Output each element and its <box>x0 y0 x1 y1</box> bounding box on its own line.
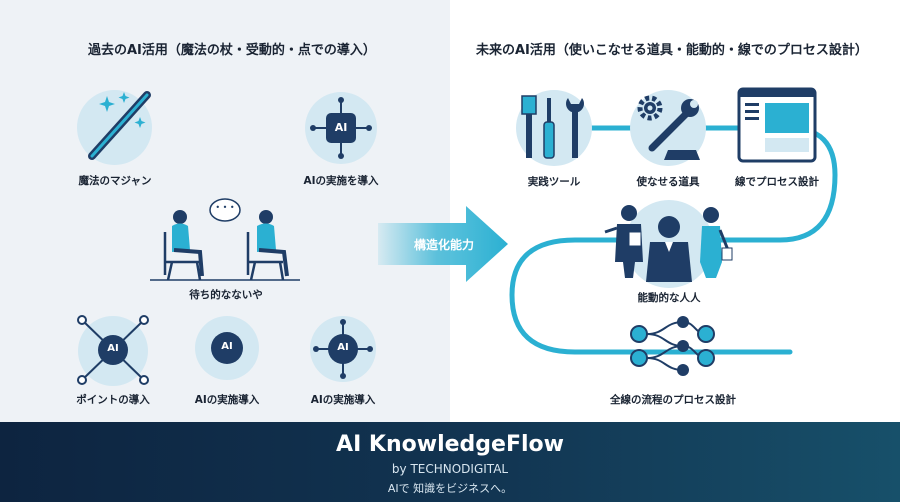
label-ai-implement-2: AIの実施導入 <box>310 394 376 406</box>
ai-chip-icon <box>310 97 372 159</box>
label-magic-wand: 魔法のマジャン <box>78 175 152 187</box>
label-process-flow: 全線の流程のプロセス設計 <box>610 394 736 406</box>
tools-icon <box>521 95 584 159</box>
monitor-icon <box>737 87 817 163</box>
label-ai-implement-1: AIの実施導入 <box>194 394 260 406</box>
arrow-label: 構造化能力 <box>414 238 475 252</box>
gear-wrench-icon <box>637 95 700 160</box>
ai-chip-icon <box>211 332 243 364</box>
ai-badge-text: AI <box>337 342 349 353</box>
footer <box>0 422 900 502</box>
footer-by: by TECHNODIGITAL <box>391 462 509 476</box>
ai-badge-text: AI <box>107 343 119 354</box>
ai-chip-icon <box>313 319 373 379</box>
process-flow-line <box>509 125 838 355</box>
label-usable-tools: 使なせる道具 <box>636 176 700 188</box>
magic-wand-icon <box>88 91 151 160</box>
process-flow-icon <box>630 316 715 376</box>
left-title: 過去のAI活用（魔法の杖・受動的・点での導入） <box>88 43 376 58</box>
transition-arrow <box>378 206 508 282</box>
footer-brand: AI KnowledgeFlow <box>336 432 564 457</box>
footer-tagline: AIで 知識をビジネスへ。 <box>387 482 513 495</box>
ai-badge-text: AI <box>221 341 233 352</box>
speech-dots: • • • <box>215 203 235 212</box>
label-practical-tools: 実践ツール <box>527 176 581 188</box>
label-ai-adopt: AIの実施を導入 <box>303 175 379 187</box>
right-title: 未来のAI活用（使いこなせる道具・能動的・線でのプロセス設計） <box>476 43 868 58</box>
label-active-people: 能動的な人人 <box>637 292 701 304</box>
ai-badge-text: AI <box>334 121 348 134</box>
label-line-design: 線でプロセス設計 <box>735 176 819 188</box>
active-people-icon <box>604 205 733 282</box>
label-point: ポイントの導入 <box>76 394 150 406</box>
label-waiting: 待ち的なないや <box>189 289 263 301</box>
waiting-people-icon <box>150 198 300 281</box>
ai-network-icon <box>77 315 149 385</box>
